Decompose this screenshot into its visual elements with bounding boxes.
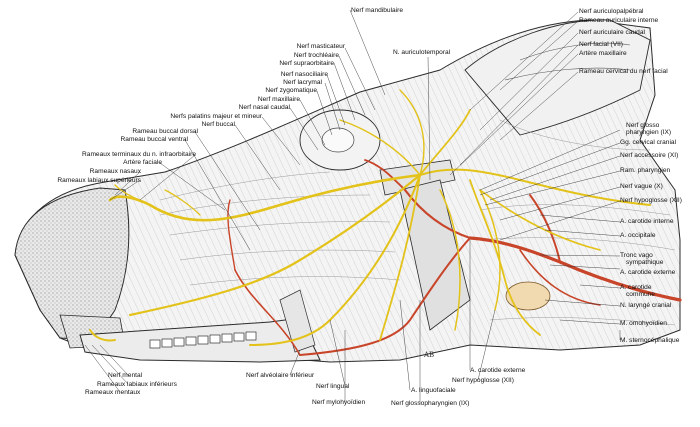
- label-nerf-zygomatique: Nerf zygomatique: [265, 87, 317, 94]
- label-nerf-glosso: Nerf glosso: [626, 122, 660, 129]
- label-nerf-mylohyoidien: Nerf mylohyoïdien: [312, 399, 366, 406]
- label-a-linguofaciale: A. linguofaciale: [411, 387, 456, 394]
- label-nerf-mental: Nerf mental: [108, 372, 143, 379]
- label-commune: commune: [626, 291, 655, 298]
- label-m-sternocephalique: M. sternocéphalique: [620, 337, 680, 344]
- arteries: [227, 159, 682, 356]
- label-nerf-supraorbitaire: Nerf supraorbitaire: [279, 60, 334, 67]
- label-a-carotide-interne: A. carotide interne: [620, 218, 674, 225]
- label-nerf-maxillaire: Nerf maxillaire: [257, 96, 300, 103]
- label-nerf-auriculaire-caudal: Nerf auriculaire caudal: [579, 29, 645, 36]
- label-nerf-auriculopalpebral: Nerf auriculopalpébral: [579, 8, 644, 15]
- label-rameaux-terminaux: Rameaux terminaux du n. infraorbitaire: [82, 151, 196, 158]
- label-sympathique: sympathique: [626, 259, 664, 266]
- ear-outline: [464, 19, 651, 136]
- label-glossopharyngien-ix: pharyngien (IX): [626, 129, 672, 136]
- larynx-gland: [505, 281, 551, 311]
- label-nerf-hypoglosse-right: Nerf hypoglosse (XII): [620, 197, 682, 204]
- label-nerf-masticateur: Nerf masticateur: [296, 43, 345, 50]
- label-n-larynge-cranial: N. laryngé cranial: [620, 302, 672, 309]
- label-rameau-buccal-ventral: Rameau buccal ventral: [120, 136, 188, 143]
- label-rameaux-nasaux: Rameaux nasaux: [89, 168, 141, 175]
- label-nerf-vague: Nerf vague (X): [620, 183, 663, 190]
- label-rameaux-labiaux-inferieurs: Rameaux labiaux inférieurs: [97, 381, 177, 388]
- label-artere-faciale: Artère faciale: [123, 159, 162, 166]
- label-nerf-mandibulaire: Nerf mandibulaire: [351, 7, 404, 14]
- label-nerf-alveolaire-inferieur: Nerf alvéolaire inférieur: [246, 372, 315, 379]
- label-a-occipitale: A. occipitale: [620, 232, 656, 239]
- label-nerf-buccal: Nerf buccal: [201, 121, 235, 128]
- label-gg-cervical-cranial: Gg. cervical cranial: [620, 139, 677, 146]
- label-nerf-facial: Nerf facial (VII): [579, 41, 623, 48]
- leader-lines: [84, 9, 621, 403]
- label-a-carotide-externe-right: A. carotide externe: [620, 269, 676, 276]
- label-rameau-buccal-dorsal: Rameau buccal dorsal: [132, 128, 198, 135]
- label-rameau-auriculaire-interne: Rameau auriculaire interne: [579, 17, 659, 24]
- label-m-omohyoidien: M. omohyoïdien: [620, 320, 667, 327]
- label-nerf-lacrymal: Nerf lacrymal: [283, 79, 322, 86]
- label-n-auriculotemporal: N. auriculotemporal: [393, 49, 451, 56]
- label-rameaux-labiaux-superieurs: Rameaux labiaux supérieurs: [57, 177, 141, 184]
- label-a-carotide: A. carotide: [620, 284, 652, 291]
- label-nerfs-palatins: Nerfs palatins majeur et mineur: [170, 113, 262, 120]
- label-nerf-glossopharyngien-bottom: Nerf glossopharyngien (IX): [391, 400, 470, 407]
- label-nerf-accessoire: Nerf accessoire (XI): [620, 152, 679, 159]
- nerves: [89, 89, 651, 346]
- label-nerf-hypoglosse-bottom: Nerf hypoglosse (XII): [452, 377, 514, 384]
- label-tronc-vago: Tronc vago: [620, 252, 653, 259]
- label-rameaux-mentaux: Rameaux mentaux: [85, 389, 141, 396]
- label-a-carotide-externe-bottom: A. carotide externe: [470, 367, 526, 374]
- label-nerf-nasociliaire: Nerf nasociliaire: [280, 71, 328, 78]
- label-ram-pharyngien: Ram. pharyngien: [620, 167, 671, 174]
- lower-teeth: [149, 331, 257, 349]
- label-nerf-trochleaire: Nerf trochléaire: [293, 52, 339, 59]
- label-rameau-cervical-nerf-facial: Rameau cervical du nerf facial: [579, 68, 668, 75]
- nose-snout: [14, 187, 130, 341]
- artist-signature: AB: [424, 351, 435, 359]
- label-artere-maxillaire: Artère maxillaire: [579, 50, 627, 57]
- label-nerf-nasal-caudal: Nerf nasal caudal: [238, 104, 290, 111]
- label-nerf-lingual: Nerf lingual: [316, 383, 350, 390]
